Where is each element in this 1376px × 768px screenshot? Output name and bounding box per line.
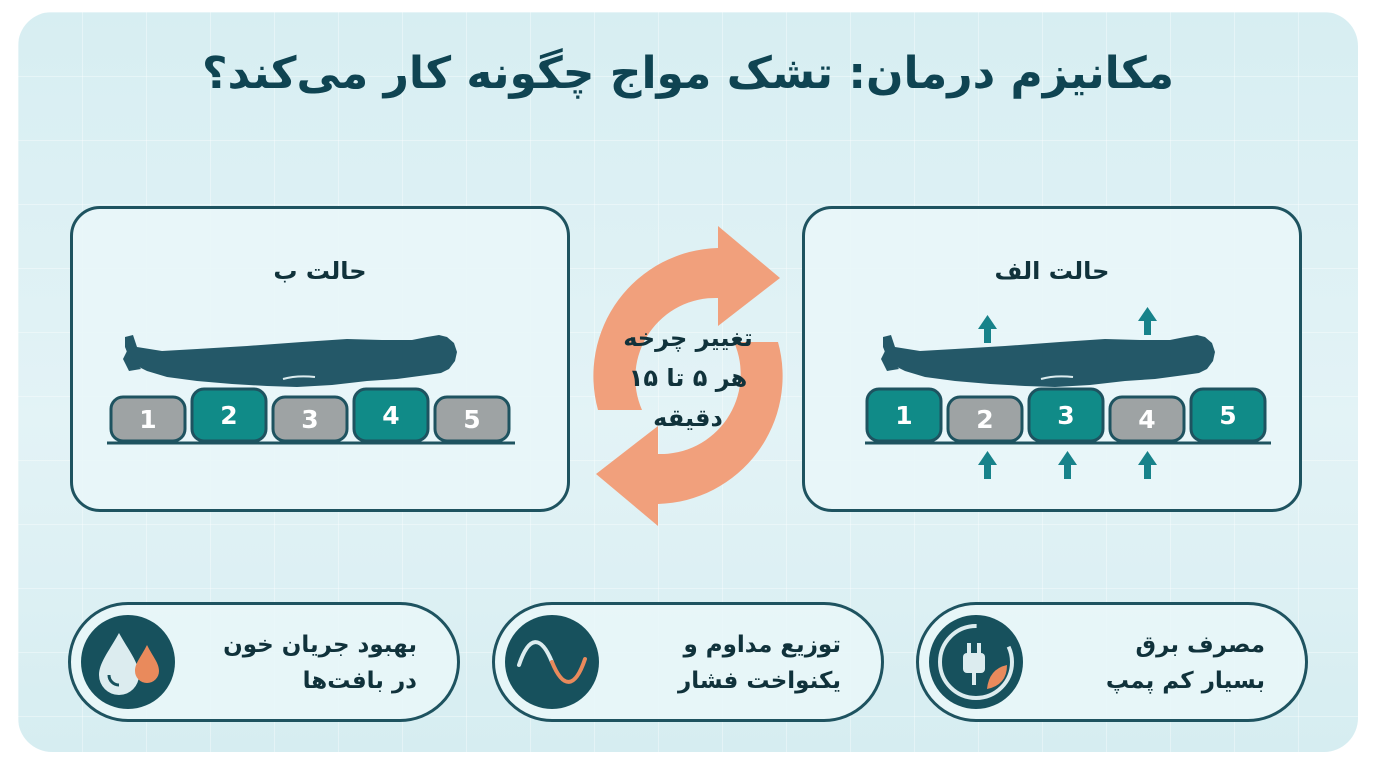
sine-wave-icon (517, 640, 587, 684)
cell-body (109, 395, 187, 443)
state-a-label: حالت الف (994, 257, 1110, 285)
mattress-cell-2: 2 (946, 395, 1024, 443)
feature-text: توزیع مداوم و یکنواخت فشار (678, 627, 841, 699)
cycle-arrow-top-icon (593, 226, 780, 410)
cell-body (1108, 395, 1186, 443)
mattress-cell-5: 5 (433, 395, 511, 443)
mattress-cell-5: 5 (1189, 387, 1267, 443)
cycle-interval-text: تغییر چرخه هر ۵ تا ۱۵ دقیقه (588, 318, 788, 438)
feature-card-pressure: توزیع مداوم و یکنواخت فشار (492, 602, 884, 722)
feature-text: مصرف برق بسیار کم پمپ (1106, 627, 1265, 699)
state-b-label: حالت ب (273, 257, 367, 285)
up-arrows-top (978, 307, 1157, 343)
feature-card-power: مصرف برق بسیار کم پمپ (916, 602, 1308, 722)
cell-body (1027, 387, 1105, 443)
icon-circle (505, 615, 599, 709)
feature-text: بهبود جریان خون در بافت‌ها (223, 627, 417, 699)
mattress-cell-1: 1 (109, 395, 187, 443)
patient-hand-line (282, 375, 316, 380)
feature-line-2: یکنواخت فشار (678, 668, 841, 694)
mattress-cells: 1 2 3 4 5 (865, 387, 1267, 443)
cell-body (352, 387, 430, 443)
arrow-up-icon (1058, 451, 1077, 479)
cell-body (271, 395, 349, 443)
feature-line-2: در بافت‌ها (302, 668, 417, 694)
patient-hand-line (1040, 375, 1074, 380)
cell-body (1189, 387, 1267, 443)
cell-number: 4 (382, 401, 399, 430)
cell-number: 5 (463, 405, 480, 434)
cell-number: 3 (1057, 401, 1074, 430)
cycle-arrow-bottom-icon (596, 342, 783, 526)
cell-number: 2 (220, 401, 237, 430)
patient-silhouette (123, 335, 457, 387)
feature-line-1: بهبود جریان خون (223, 632, 417, 658)
cell-number: 3 (301, 405, 318, 434)
state-a-illustration: 1 2 3 4 5 (865, 307, 1271, 479)
cycle-line-1: تغییر چرخه (623, 324, 753, 352)
cell-body (190, 387, 268, 443)
up-arrows-bottom (978, 451, 1157, 479)
mattress-cell-3: 3 (1027, 387, 1105, 443)
cycle-arrows (593, 226, 783, 526)
cycle-line-3: دقیقه (653, 404, 723, 432)
patient-silhouette (881, 335, 1215, 387)
icon-circle (929, 615, 1023, 709)
arrow-up-icon (978, 315, 997, 343)
cycle-line-2: هر ۵ تا ۱۵ (628, 364, 748, 392)
plug-leaf-icon (938, 624, 1014, 700)
arrow-up-icon (1138, 451, 1157, 479)
mattress-cells: 1 2 3 4 5 (109, 387, 511, 443)
arrow-up-icon (978, 451, 997, 479)
state-b-panel: حالت ب 1 2 3 4 5 (70, 206, 570, 512)
cell-number: 1 (895, 401, 912, 430)
cell-number: 1 (139, 405, 156, 434)
cell-number: 4 (1138, 405, 1155, 434)
feature-line-2: بسیار کم پمپ (1105, 668, 1265, 694)
feature-line-1: توزیع مداوم و (683, 632, 841, 658)
water-drops-icon (99, 633, 159, 695)
mattress-cell-2: 2 (190, 387, 268, 443)
cell-number: 5 (1219, 401, 1236, 430)
state-b-illustration: 1 2 3 4 5 (107, 335, 515, 445)
cell-body (946, 395, 1024, 443)
arrow-up-icon (1138, 307, 1157, 335)
icon-circle (81, 615, 175, 709)
mattress-cell-3: 3 (271, 395, 349, 443)
cell-number: 2 (976, 405, 993, 434)
cell-body (865, 387, 943, 443)
mattress-cell-4: 4 (1108, 395, 1186, 443)
cell-body (433, 395, 511, 443)
feature-line-1: مصرف برق (1135, 632, 1265, 658)
mattress-cell-4: 4 (352, 387, 430, 443)
state-a-panel: حالت الف 1 2 3 4 5 (802, 206, 1302, 512)
feature-card-blood-flow: بهبود جریان خون در بافت‌ها (68, 602, 460, 722)
mattress-cell-1: 1 (865, 387, 943, 443)
page-title: مکانیزم درمان: تشک مواج چگونه کار می‌کند… (202, 48, 1174, 99)
